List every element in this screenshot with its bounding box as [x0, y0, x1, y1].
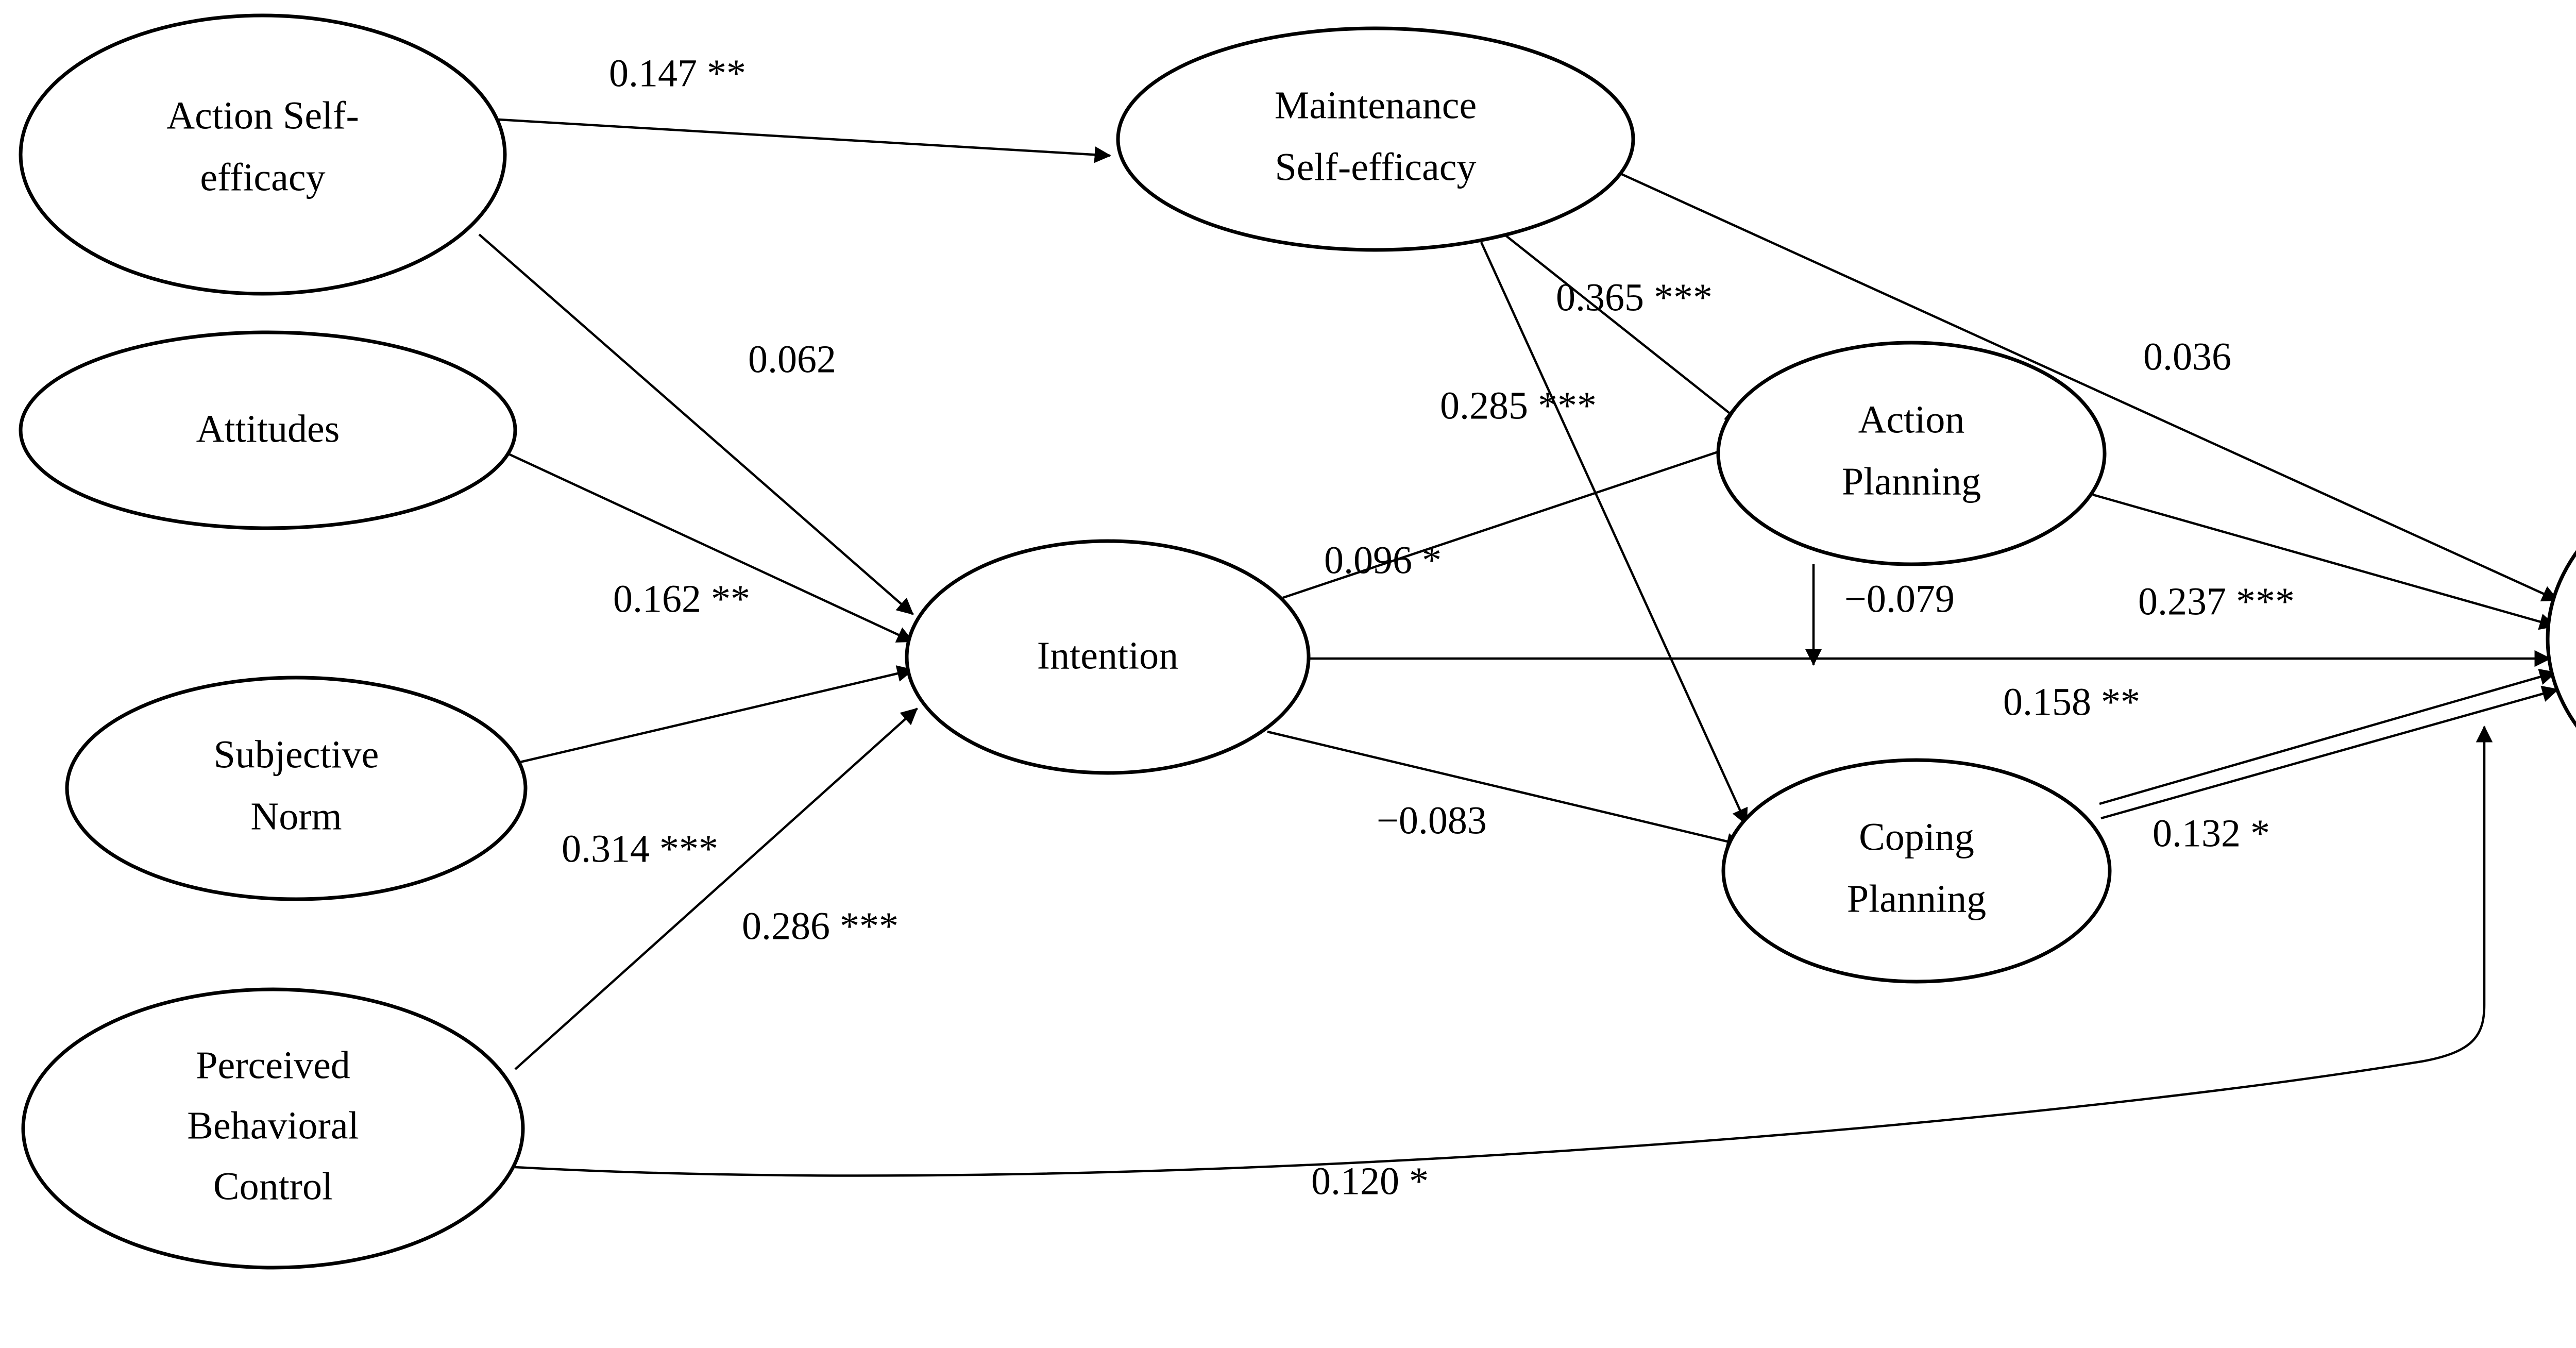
node-coping-planning-shape[interactable] [1721, 758, 2112, 984]
coef-int-to-ap: 0.096 * [1324, 538, 1442, 582]
node-sleep-hygiene-shape[interactable] [2546, 464, 2576, 814]
coef-pbc-to-int: 0.286 *** [742, 904, 899, 948]
node-perceived-behavioral-control-label-line2: Behavioral [187, 1104, 359, 1147]
edge-pbc-to-sh [515, 726, 2493, 1177]
node-action-self-efficacy-label-line2: efficacy [200, 156, 325, 199]
coef-int-to-cp: −0.083 [1377, 799, 1487, 842]
node-action-planning-shape[interactable] [1716, 341, 2107, 566]
node-intention-label: Intention [1037, 634, 1178, 677]
node-action-planning[interactable]: Action Planning [1716, 341, 2107, 566]
edge-int-to-cp [1267, 730, 1743, 850]
coef-sn-to-int: 0.314 *** [562, 827, 718, 870]
edge-cp-to-sh-lower [2100, 685, 2559, 820]
coef-mse-to-sh: 0.036 [2143, 335, 2231, 378]
coef-cp-to-sh-lower: 0.132 * [2153, 812, 2270, 855]
edge-mse-to-ap [1503, 233, 1742, 424]
coef-att-to-int: 0.162 ** [613, 577, 750, 620]
edge-ap-to-sh [2092, 493, 2556, 630]
node-attitudes-shape[interactable] [19, 330, 517, 530]
edge-mse-to-sh [1612, 168, 2559, 602]
node-attitudes[interactable]: Attitudes [19, 330, 517, 530]
coef-mse-to-cp: 0.285 *** [1440, 384, 1597, 427]
node-action-planning-label-line2: Planning [1842, 460, 1981, 503]
coef-ap-to-sh: 0.237 *** [2138, 580, 2295, 623]
node-perceived-behavioral-control-label-line1: Perceived [196, 1043, 350, 1087]
coef-cp-to-sh-upper: 0.158 ** [2003, 680, 2140, 723]
edge-cp-to-sh-upper [2099, 668, 2556, 805]
node-perceived-behavioral-control-shape[interactable] [21, 987, 525, 1270]
node-subjective-norm-shape[interactable] [65, 676, 528, 901]
node-perceived-behavioral-control[interactable]: Perceived Behavioral Control [21, 987, 525, 1270]
edge-layer [478, 118, 2559, 1177]
edge-int-to-ap [1282, 437, 1753, 599]
coef-ase-to-mse: 0.147 ** [609, 52, 746, 95]
node-layer: Action Self- efficacy Attitudes Subjecti… [19, 13, 2576, 1270]
edge-sn-to-int [517, 665, 914, 764]
node-attitudes-label: Attitudes [196, 407, 340, 450]
coef-ap-to-cp: −0.079 [1844, 577, 1955, 620]
edge-ase-to-mse [498, 118, 1111, 163]
edge-att-to-int [507, 452, 914, 643]
node-subjective-norm[interactable]: Subjective Norm [65, 676, 528, 901]
node-action-self-efficacy-label-line1: Action Self- [166, 94, 359, 137]
node-subjective-norm-label-line1: Subjective [214, 733, 379, 776]
edge-pbc-to-int [514, 707, 918, 1070]
edge-mse-to-cp [1480, 242, 1748, 825]
node-maintenance-self-efficacy-label-line1: Maintenance [1275, 83, 1477, 127]
node-action-self-efficacy[interactable]: Action Self- efficacy [19, 13, 507, 296]
node-intention[interactable]: Intention [905, 539, 1311, 775]
edge-ase-to-int [478, 233, 914, 615]
node-maintenance-self-efficacy-label-line2: Self-efficacy [1275, 145, 1476, 189]
node-maintenance-self-efficacy-shape[interactable] [1116, 26, 1635, 252]
coef-ase-to-int: 0.062 [748, 338, 836, 381]
coefficient-label-layer: 0.147 ** 0.062 0.162 ** 0.314 *** 0.286 … [562, 52, 2295, 1203]
node-perceived-behavioral-control-label-line3: Control [213, 1165, 333, 1208]
node-coping-planning-label-line1: Coping [1859, 815, 1974, 858]
node-action-self-efficacy-shape[interactable] [19, 13, 507, 296]
node-maintenance-self-efficacy[interactable]: Maintenance Self-efficacy [1116, 26, 1635, 252]
node-intention-shape[interactable] [905, 539, 1311, 775]
coef-pbc-to-sh: 0.120 * [1311, 1159, 1429, 1203]
coef-mse-to-ap: 0.365 *** [1556, 276, 1713, 319]
node-coping-planning-label-line2: Planning [1847, 877, 1986, 920]
node-coping-planning[interactable]: Coping Planning [1721, 758, 2112, 984]
node-sleep-hygiene[interactable]: Sleep Hygiene [2546, 464, 2576, 814]
node-subjective-norm-label-line2: Norm [250, 795, 342, 838]
node-action-planning-label-line1: Action [1858, 398, 1965, 441]
